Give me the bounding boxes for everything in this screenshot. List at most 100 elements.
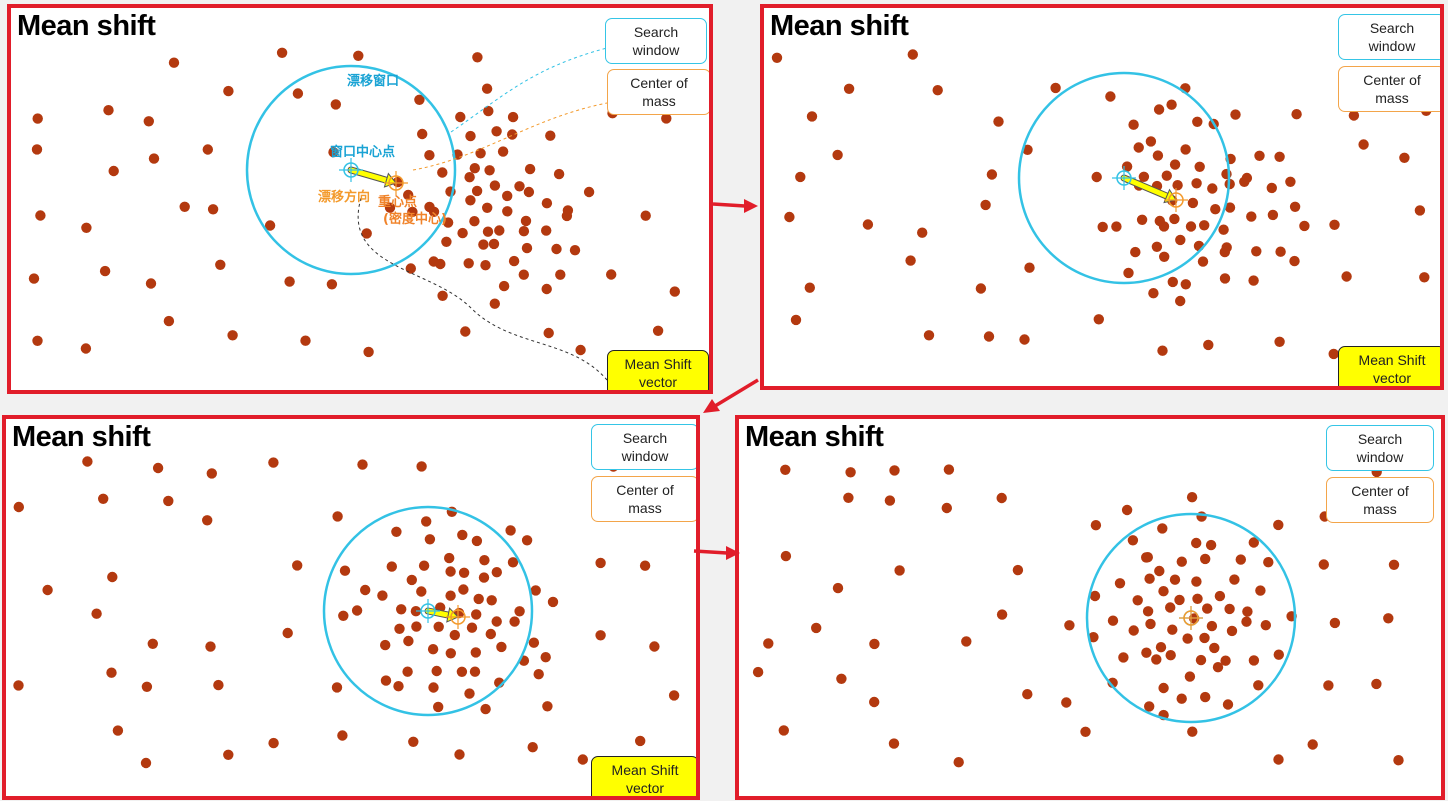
data-point [455, 111, 466, 123]
data-point [471, 185, 483, 197]
data-point [424, 150, 435, 161]
data-point [469, 216, 480, 227]
data-point [282, 627, 293, 639]
data-point [1273, 519, 1284, 531]
data-point [523, 186, 535, 198]
data-point [1220, 655, 1231, 666]
panel-title: Mean shift [12, 421, 151, 453]
panel-title: Mean shift [770, 10, 909, 42]
data-point [103, 105, 114, 116]
data-point [1254, 150, 1265, 161]
data-point [527, 742, 538, 753]
data-point [547, 596, 559, 608]
data-point [466, 622, 478, 633]
data-point [1187, 726, 1198, 737]
data-point [360, 584, 371, 596]
mean-shift-vector-arrow [424, 607, 459, 623]
data-point [869, 696, 880, 708]
data-point [1154, 215, 1165, 227]
data-point [215, 259, 226, 270]
data-point [463, 258, 474, 269]
data-point [458, 567, 470, 578]
data-point [1130, 246, 1141, 258]
data-point [1107, 677, 1118, 688]
data-point [1289, 201, 1301, 212]
data-point [437, 290, 448, 301]
data-point [357, 459, 368, 470]
data-point [884, 495, 896, 506]
data-point [514, 606, 525, 617]
data-point [475, 148, 486, 159]
data-point [1088, 632, 1099, 643]
data-point [1248, 537, 1259, 548]
data-point [292, 88, 304, 99]
data-point [392, 176, 403, 188]
data-point [1050, 82, 1061, 94]
data-point [1205, 539, 1217, 551]
data-point [1222, 699, 1234, 710]
data-point [482, 226, 494, 237]
data-point [112, 725, 124, 736]
data-point [471, 609, 482, 620]
data-point [1248, 655, 1260, 666]
data-point [143, 116, 154, 127]
data-point [179, 201, 190, 212]
data-point [394, 623, 405, 634]
data-point [1260, 620, 1271, 631]
data-point [941, 502, 952, 514]
data-point [894, 565, 905, 576]
data-point [1144, 701, 1155, 712]
data-point [377, 590, 388, 601]
data-point [1194, 161, 1205, 172]
data-point [223, 85, 234, 97]
data-point [205, 641, 216, 652]
data-point [1141, 647, 1152, 658]
data-point [454, 749, 465, 760]
data-point [780, 464, 791, 475]
data-point [202, 515, 213, 526]
data-point [80, 343, 92, 354]
data-point [763, 638, 774, 649]
data-point [996, 492, 1007, 504]
data-point [433, 621, 444, 632]
data-point [1329, 219, 1340, 230]
panel-title: Mean shift [745, 421, 884, 453]
data-point [1267, 209, 1279, 221]
data-point [1399, 152, 1410, 163]
data-point [488, 238, 500, 250]
data-point [147, 638, 158, 649]
data-point [1152, 150, 1164, 161]
data-point [458, 584, 469, 595]
data-point [1155, 642, 1167, 653]
data-point [507, 129, 518, 140]
data-point [351, 605, 363, 616]
mean-shift-panel-3: Mean shift Search window Center of mass … [2, 415, 700, 800]
right-arrow-icon [693, 546, 740, 560]
data-point [975, 283, 987, 294]
data-point [996, 609, 1008, 620]
data-point [1199, 632, 1210, 644]
data-point [1291, 109, 1302, 120]
data-point [469, 163, 480, 174]
data-point [491, 616, 502, 627]
data-point [414, 94, 425, 106]
data-point [445, 590, 456, 601]
data-point [353, 50, 364, 61]
data-point [1192, 593, 1203, 604]
data-point [141, 681, 153, 692]
center-of-mass-label: Center of mass [1338, 66, 1440, 112]
crosshair-icon [1112, 166, 1136, 190]
data-point [1176, 693, 1187, 704]
data-point [540, 652, 551, 663]
data-point [464, 688, 475, 699]
data-point [1089, 590, 1101, 602]
data-point [152, 462, 164, 474]
data-point [428, 682, 439, 693]
data-point [1371, 678, 1382, 690]
scatter-scene-1 [28, 47, 680, 381]
data-point [1299, 220, 1310, 232]
data-point [811, 622, 822, 634]
data-point [993, 116, 1004, 127]
data-point [1207, 183, 1218, 194]
data-point [1128, 625, 1139, 636]
